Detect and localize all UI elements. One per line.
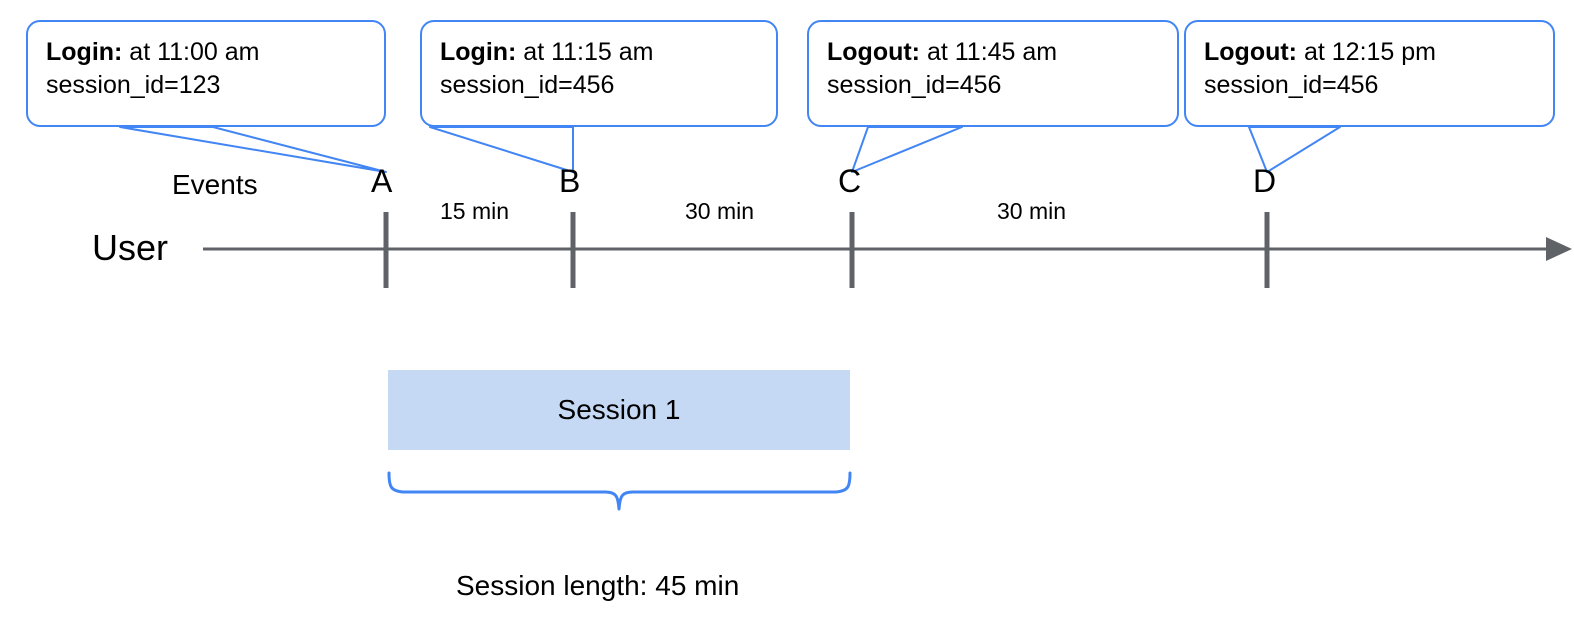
callout-tail-2 [429,126,574,173]
session-bar: Session 1 [388,370,850,450]
callout-session-id-2: session_id=456 [440,71,615,99]
callout-bubble-1: Login: at 11:00 am session_id=123 [26,20,386,127]
callout-event-time-3: at 11:45 am [920,38,1058,66]
callout-event-type-2: Login: [440,38,517,66]
callout-bubble-3: Logout: at 11:45 am session_id=456 [807,20,1179,127]
callout-event-time-4: at 12:15 pm [1297,38,1436,66]
event-marker-label-a: A [371,163,393,199]
event-marker-label-d: D [1253,163,1277,199]
row-label-events: Events [172,169,258,200]
interval-label-a-b: 15 min [440,198,510,224]
callout-event-time-2: at 11:15 am [516,38,654,66]
callout-event-type-4: Logout: [1204,38,1298,66]
timeline-axis-arrowhead [1546,237,1572,261]
interval-label-c-d: 30 min [997,198,1067,224]
callout-session-id-4: session_id=456 [1204,71,1379,99]
session-length-brace [387,471,852,511]
callout-bubble-2: Login: at 11:15 am session_id=456 [420,20,778,127]
callout-event-type-1: Login: [46,38,123,66]
callout-event-type-3: Logout: [827,38,921,66]
callout-tail-3 [851,126,963,173]
event-marker-label-b: B [559,163,581,199]
session-bar-label: Session 1 [557,394,681,425]
interval-label-b-c: 30 min [685,198,755,224]
callout-bubble-4: Logout: at 12:15 pm session_id=456 [1184,20,1555,127]
callout-tail-1 [119,126,387,173]
callout-session-id-1: session_id=123 [46,71,221,99]
row-label-user: User [92,227,169,268]
session-length-caption: Session length: 45 min [456,570,740,601]
callout-session-id-3: session_id=456 [827,71,1002,99]
callout-tail-4 [1248,126,1341,173]
callout-event-time-1: at 11:00 am [122,38,260,66]
event-marker-label-c: C [838,163,862,199]
